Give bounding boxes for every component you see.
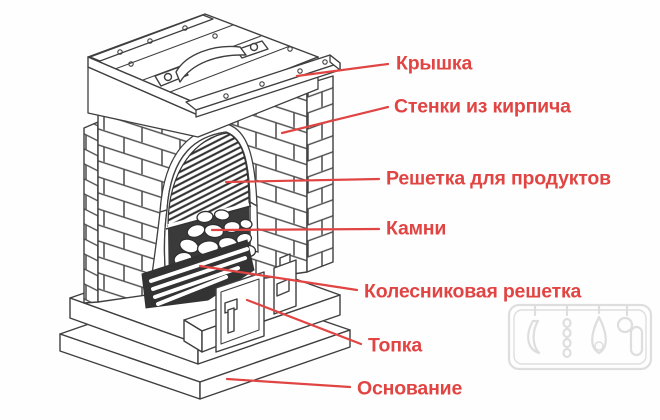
leader-line-kamni xyxy=(210,227,381,232)
leader-line-reshetka-dlya-produktov xyxy=(224,177,381,184)
leader-line-osnovanie xyxy=(225,377,352,389)
leader-line-topka xyxy=(245,298,363,346)
leader-line-kryshka xyxy=(295,62,390,78)
label-reshetka-dlya-produktov: Решетка для продуктов xyxy=(386,167,611,190)
label-topka: Топка xyxy=(368,334,422,357)
leader-line-stenki-iz-kirpicha xyxy=(280,105,390,135)
label-kryshka: Крышка xyxy=(396,52,473,75)
label-osnovanie: Основание xyxy=(357,377,463,400)
label-kamni: Камни xyxy=(386,217,447,240)
label-stenki-iz-kirpicha: Стенки из кирпича xyxy=(394,95,571,118)
firebox-door-drawing xyxy=(215,271,265,353)
label-kolesnikovaya-reshetka: Колесниковая решетка xyxy=(364,280,582,303)
leader-line-kolesnikovaya-reshetka xyxy=(198,264,359,292)
watermark-logo xyxy=(507,303,653,371)
screws-icon xyxy=(117,25,328,99)
damper-drawing xyxy=(273,253,297,315)
lid-handle-drawing xyxy=(154,40,269,87)
fire-grate-drawing xyxy=(141,239,255,309)
leader-lines xyxy=(198,62,390,389)
